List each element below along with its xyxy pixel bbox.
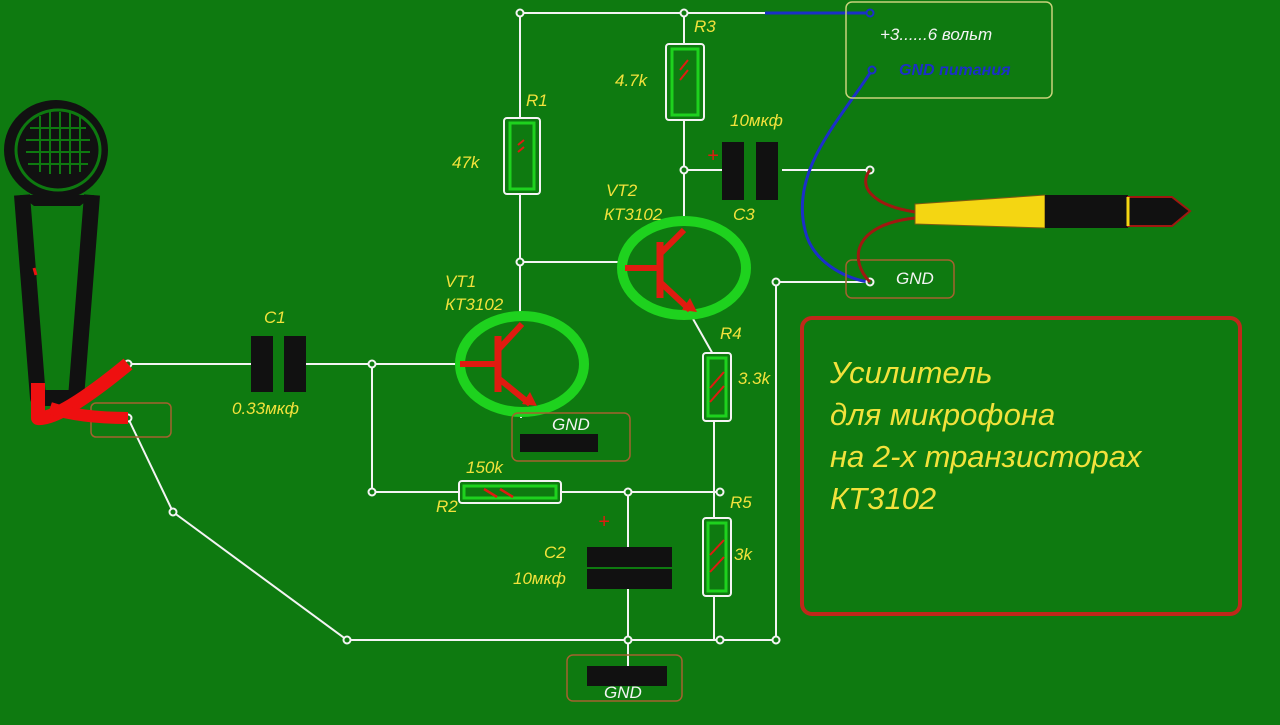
r1-ref: R1 bbox=[526, 91, 548, 110]
title-line-3: на 2-х транзисторах bbox=[830, 439, 1143, 474]
c3-ref: C3 bbox=[733, 205, 755, 224]
r2-value: 150k bbox=[466, 458, 504, 477]
transistor-vt1 bbox=[455, 311, 589, 417]
r4-ref: R4 bbox=[720, 324, 742, 343]
c3-polarity-mark: + bbox=[707, 145, 719, 167]
capacitor-c2 bbox=[587, 547, 672, 589]
c1-ref: C1 bbox=[264, 308, 286, 327]
wires bbox=[127, 12, 870, 668]
gnd-pad-vt1 bbox=[511, 412, 631, 462]
microphone-icon bbox=[4, 100, 133, 426]
power-plus-label: +3......6 вольт bbox=[880, 25, 992, 44]
vt2-value: КТ3102 bbox=[604, 205, 663, 224]
capacitor-c3 bbox=[722, 142, 778, 200]
gnd-pad-bottom bbox=[566, 654, 683, 702]
capacitor-c1 bbox=[251, 336, 306, 392]
power-gnd-label: GND питания bbox=[899, 62, 1011, 79]
title-frame bbox=[800, 316, 1242, 616]
r1-value: 47k bbox=[452, 153, 481, 172]
r3-ref: R3 bbox=[694, 17, 716, 36]
title-line-1: Усилитель bbox=[829, 355, 992, 390]
c2-polarity-mark: + bbox=[598, 511, 610, 533]
c2-ref: C2 bbox=[544, 543, 566, 562]
c1-value: 0.33мкф bbox=[232, 399, 299, 418]
gnd-label-bottom: GND bbox=[604, 683, 642, 702]
bias-left-wire bbox=[371, 364, 460, 493]
r5-ref: R5 bbox=[730, 493, 752, 512]
power-connector-box bbox=[845, 1, 1053, 99]
gnd-label-jack: GND bbox=[896, 269, 934, 288]
resistor-r3 bbox=[665, 43, 705, 121]
vt1-value: КТ3102 bbox=[445, 295, 504, 314]
vt2-ref: VT2 bbox=[606, 181, 638, 200]
resistor-r1 bbox=[503, 117, 541, 195]
r3-value: 4.7k bbox=[615, 71, 649, 90]
audio-jack-icon bbox=[856, 169, 1192, 284]
title-line-2: для микрофона bbox=[830, 397, 1055, 432]
transistor-vt2 bbox=[617, 216, 751, 320]
title-line-4: КТ3102 bbox=[830, 481, 936, 516]
resistor-r2 bbox=[458, 480, 562, 504]
c2-value: 10мкф bbox=[513, 569, 566, 588]
gnd-label-vt1: GND bbox=[552, 415, 590, 434]
resistor-r5 bbox=[702, 517, 732, 597]
vt1-ref: VT1 bbox=[445, 272, 476, 291]
r2-ref: R2 bbox=[436, 497, 458, 516]
r4-value: 3.3k bbox=[738, 369, 772, 388]
resistor-r4 bbox=[702, 352, 732, 422]
ground-rail-wire bbox=[127, 281, 870, 641]
r5-value: 3k bbox=[734, 545, 753, 564]
gnd-pad-jack bbox=[845, 259, 955, 299]
c3-value: 10мкф bbox=[730, 111, 783, 130]
gnd-supply-wire bbox=[800, 69, 874, 284]
